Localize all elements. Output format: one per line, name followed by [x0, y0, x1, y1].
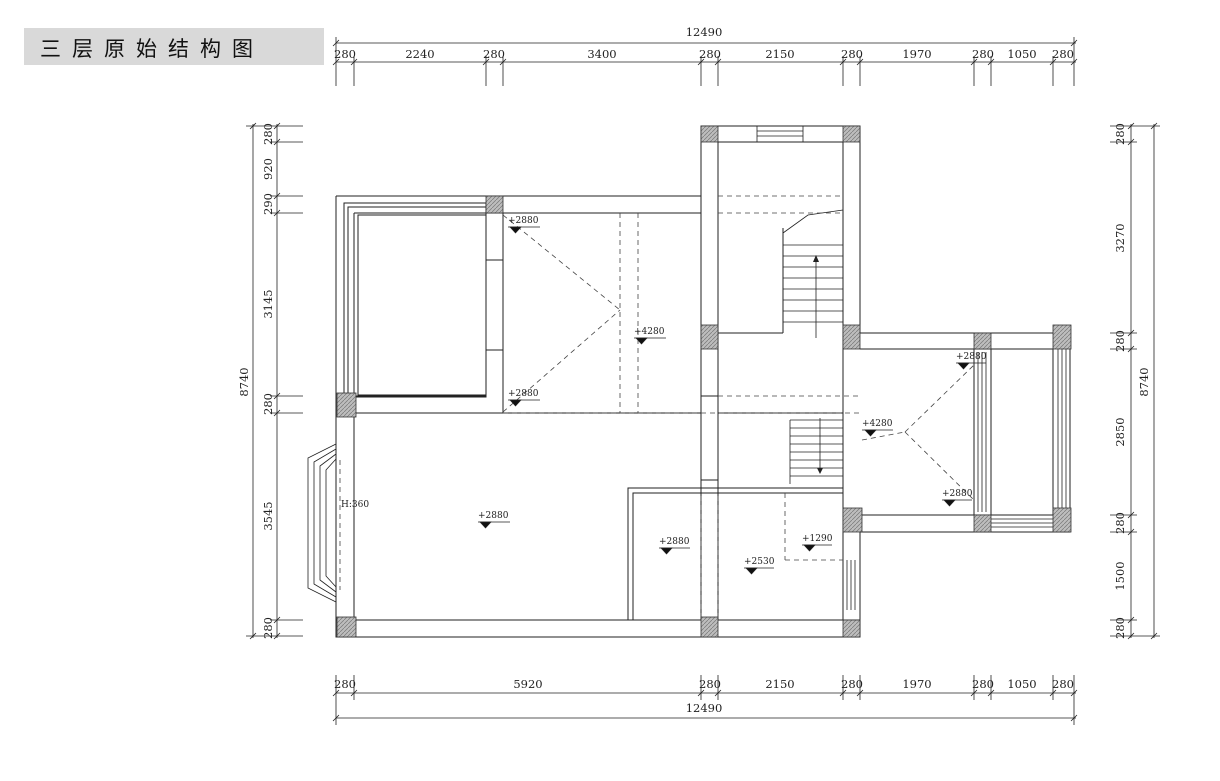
- level-label: +2880: [956, 352, 987, 362]
- level-label: +2880: [508, 216, 539, 226]
- level-label: +1290: [802, 534, 833, 544]
- dim-label: 1970: [902, 677, 931, 691]
- dim-label: 2150: [765, 47, 794, 61]
- right-dim-labels: 280 3270 280 2850 280 1500 280 8740: [1113, 123, 1151, 639]
- dim-label: 3145: [261, 289, 275, 318]
- bottom-dim-labels: 280 5920 280 2150 280 1970 280 1050 280: [334, 677, 1074, 691]
- left-dimensions: [246, 122, 303, 640]
- dim-label: 280: [334, 677, 356, 691]
- dim-label: 1050: [1007, 47, 1036, 61]
- dim-label: 280: [1113, 123, 1127, 145]
- level-label: +2880: [942, 489, 973, 499]
- dim-label: 5920: [513, 677, 542, 691]
- dim-label: 3270: [1113, 223, 1127, 252]
- level-label: +2880: [659, 537, 690, 547]
- dim-label: 280: [1052, 677, 1074, 691]
- level-label: +2880: [478, 511, 509, 521]
- dim-label: 280: [841, 47, 863, 61]
- dim-label: 3545: [261, 501, 275, 530]
- dim-label: 280: [483, 47, 505, 61]
- dim-label: 1500: [1113, 561, 1127, 590]
- dim-label: 280: [261, 393, 275, 415]
- level-label: +4280: [862, 419, 893, 429]
- stair-arrows: [813, 255, 823, 474]
- dim-label: 280: [972, 47, 994, 61]
- dim-label: 280: [261, 617, 275, 639]
- level-labels: +2880 +4280 +2880 +2880 +2880 +2530 +129…: [478, 216, 987, 567]
- dim-label: 280: [334, 47, 356, 61]
- dim-label: 280: [1113, 617, 1127, 639]
- level-label: +4280: [634, 327, 665, 337]
- bay-window: [307, 443, 337, 603]
- stairs: [782, 209, 844, 484]
- level-markers: [478, 226, 986, 575]
- dim-label: 280: [1113, 512, 1127, 534]
- top-dim-labels: 280 2240 280 3400 280 2150 280 1970 280 …: [334, 47, 1074, 61]
- dim-right-total: 8740: [1137, 367, 1151, 396]
- dim-label: 2850: [1113, 417, 1127, 446]
- dim-label: 2150: [765, 677, 794, 691]
- dim-label: 280: [841, 677, 863, 691]
- dim-label: 290: [261, 193, 275, 215]
- left-dim-labels: 280 920 290 3145 280 3545 280 8740: [237, 123, 275, 639]
- windows: [756, 125, 1067, 610]
- walls: [335, 125, 1071, 638]
- dim-label: 280: [699, 47, 721, 61]
- dim-bottom-total: 12490: [686, 701, 723, 715]
- level-label: +2530: [744, 557, 775, 567]
- dim-label: 2240: [405, 47, 434, 61]
- title-banner: [24, 28, 324, 65]
- bottom-dimensions: [332, 675, 1078, 725]
- dim-label: 920: [261, 158, 275, 180]
- dim-label: 280: [972, 677, 994, 691]
- dim-label: 280: [261, 123, 275, 145]
- level-label: +2880: [508, 389, 539, 399]
- dim-top-total: 12490: [686, 25, 723, 39]
- dashed-lines: [339, 195, 975, 620]
- dim-label: 280: [1113, 330, 1127, 352]
- dim-label: 3400: [587, 47, 616, 61]
- right-dimensions: [1110, 122, 1160, 640]
- columns: [336, 125, 1072, 638]
- dim-label: 1050: [1007, 677, 1036, 691]
- dim-label: 280: [699, 677, 721, 691]
- page-title: 三层原始结构图: [40, 37, 264, 61]
- window-height-label: H:360: [341, 500, 369, 510]
- dim-label: 280: [1052, 47, 1074, 61]
- top-dimensions: [332, 37, 1078, 86]
- dim-left-total: 8740: [237, 367, 251, 396]
- dim-label: 1970: [902, 47, 931, 61]
